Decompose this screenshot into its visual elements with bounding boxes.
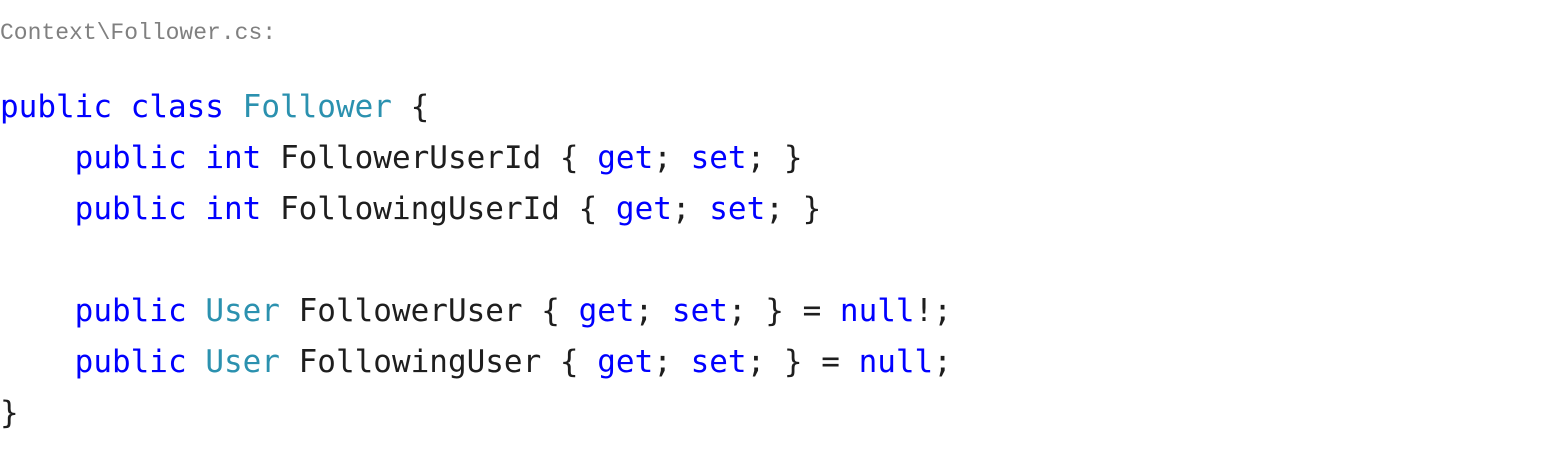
code-text: ; — [634, 293, 672, 329]
code-text — [187, 344, 206, 380]
code-text — [224, 89, 243, 125]
code-line: public class Follower { — [0, 82, 952, 133]
code-text: ; } — [746, 140, 803, 176]
code-keyword: public — [74, 140, 187, 176]
code-keyword: public — [74, 344, 187, 380]
code-keyword: public — [74, 191, 187, 227]
code-keyword: set — [709, 191, 766, 227]
code-text: ; — [653, 140, 691, 176]
code-keyword: public — [0, 89, 112, 125]
code-text — [187, 191, 206, 227]
code-keyword: public — [74, 293, 187, 329]
code-text: ; } — [765, 191, 822, 227]
code-line: ​ — [0, 235, 952, 286]
code-text — [0, 140, 75, 176]
code-text: FollowerUser { — [279, 293, 579, 329]
file-path-caption: Context\Follower.cs: — [0, 20, 277, 46]
code-text — [112, 89, 131, 125]
code-text: } — [0, 395, 19, 431]
code-text: ; — [653, 344, 691, 380]
code-text: { — [391, 89, 430, 125]
code-type-name: Follower — [242, 89, 392, 125]
code-line: public User FollowerUser { get; set; } =… — [0, 286, 952, 337]
code-text — [187, 140, 206, 176]
code-type-name: User — [205, 344, 280, 380]
code-text: FollowingUserId { — [261, 191, 616, 227]
code-text — [0, 344, 75, 380]
code-text — [0, 191, 75, 227]
code-text: ; } = — [746, 344, 859, 380]
code-keyword: set — [690, 140, 747, 176]
code-keyword: set — [671, 293, 728, 329]
code-block: public class Follower { public int Follo… — [0, 82, 952, 439]
code-keyword: get — [578, 293, 635, 329]
code-line: } — [0, 388, 952, 439]
code-line: public User FollowingUser { get; set; } … — [0, 337, 952, 388]
code-type-name: User — [205, 293, 280, 329]
code-line: public int FollowingUserId { get; set; } — [0, 184, 952, 235]
code-keyword: int — [205, 140, 262, 176]
code-keyword: class — [130, 89, 224, 125]
code-line: public int FollowerUserId { get; set; } — [0, 133, 952, 184]
code-text: ; — [671, 191, 710, 227]
code-keyword: get — [615, 191, 672, 227]
code-text: !; — [914, 293, 952, 329]
code-text: FollowerUserId { — [261, 140, 598, 176]
code-keyword: null — [839, 293, 915, 329]
code-text — [187, 293, 206, 329]
code-keyword: set — [690, 344, 747, 380]
code-keyword: null — [858, 344, 934, 380]
code-text — [0, 293, 75, 329]
code-keyword: int — [205, 191, 262, 227]
code-text: ; — [933, 344, 952, 380]
code-keyword: get — [597, 344, 654, 380]
code-text: FollowingUser { — [279, 344, 598, 380]
code-text: ; } = — [727, 293, 840, 329]
code-keyword: get — [597, 140, 654, 176]
